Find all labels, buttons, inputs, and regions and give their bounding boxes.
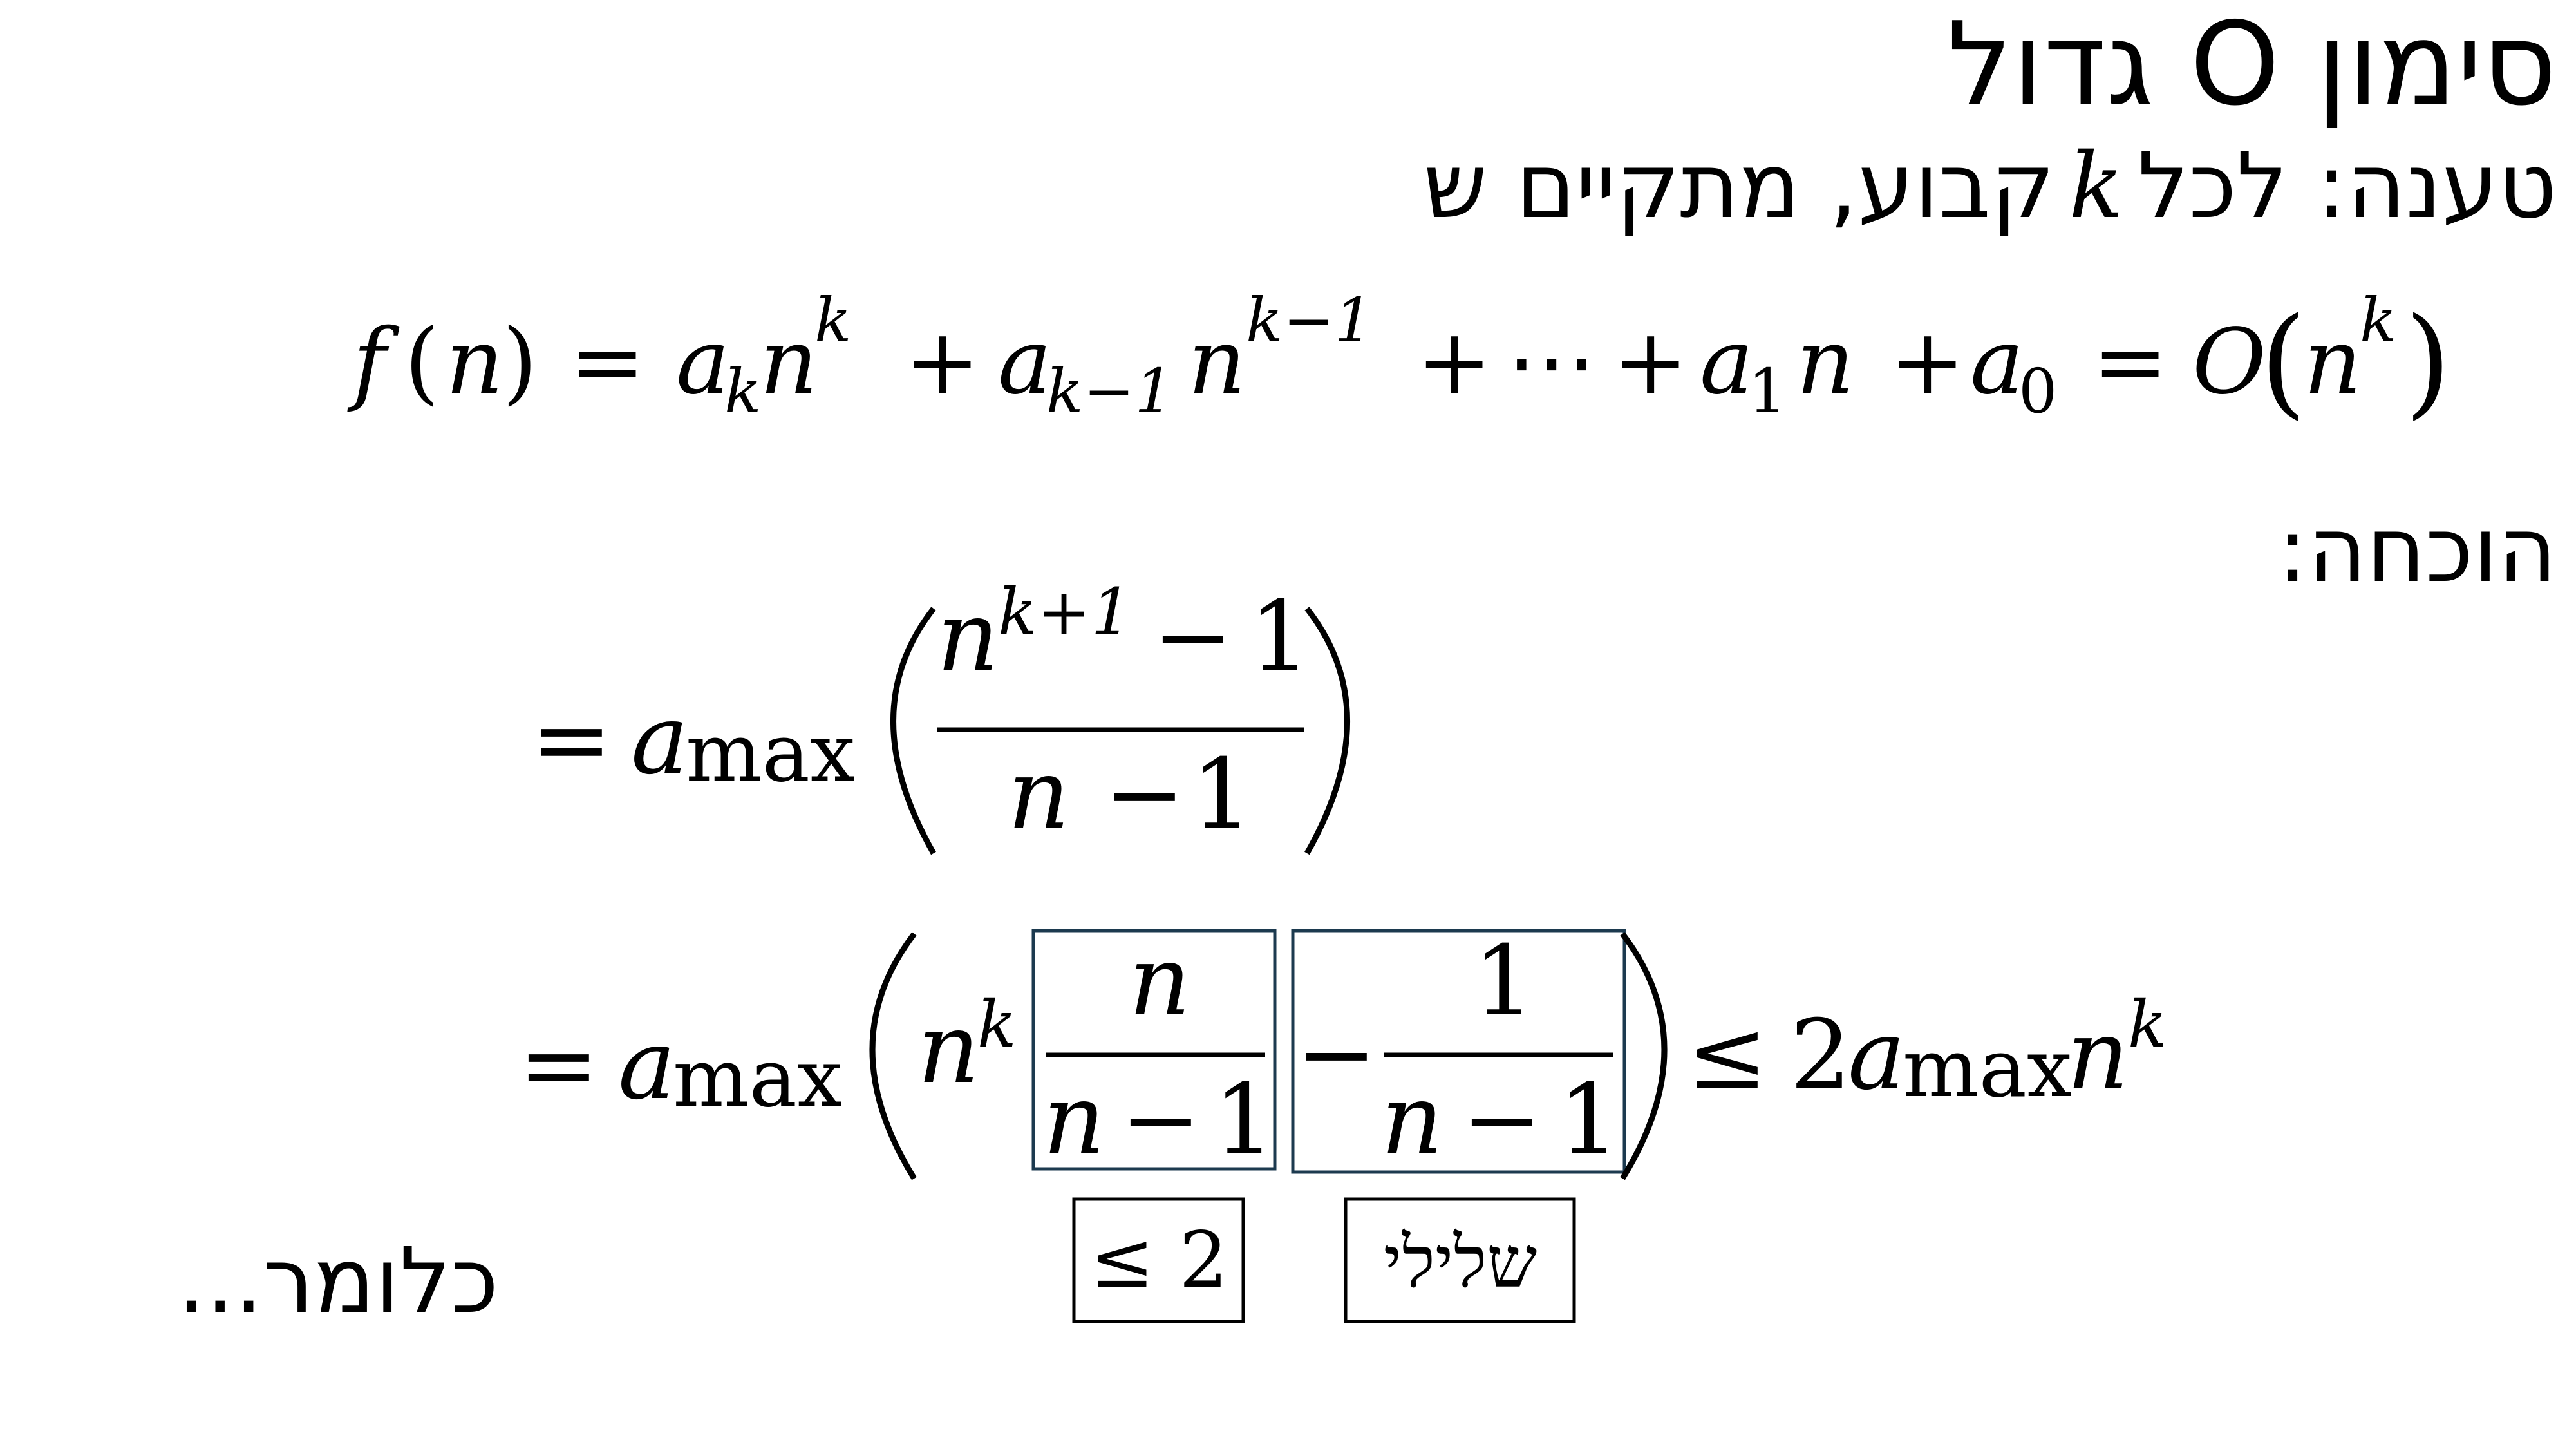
line2-rhs-max: max [1903, 1022, 2073, 1115]
claim-text-start: טענה: לכל [2138, 134, 2557, 239]
equals-sign: = [570, 310, 645, 415]
line1-denominator-minus: − [1104, 739, 1185, 851]
conclusion-text: כלומר... [177, 1229, 499, 1334]
coef-a-k: a [676, 310, 729, 415]
line2-max: max [673, 1032, 843, 1125]
coef-a-km1: a [998, 310, 1051, 415]
line2-rhs-exponent: k [2128, 987, 2167, 1062]
line2-frac1-denominator-minus: − [1120, 1064, 1201, 1176]
annotation-negative: שלילי [1384, 1221, 1537, 1303]
line2-frac2-denominator-one: 1 [1558, 1064, 1619, 1176]
line2-frac2-numerator-one: 1 [1473, 925, 1534, 1037]
line2-frac2-minus: − [1296, 998, 1377, 1110]
line1-numerator-one: 1 [1249, 581, 1310, 693]
line2-exponent-k: k [977, 987, 1017, 1062]
big-o-paren-open: ( [2260, 292, 2306, 431]
plus-sign-4: + [1890, 310, 1965, 415]
line2-frac1-numerator-n: n [1129, 925, 1191, 1037]
plus-sign-1: + [905, 310, 980, 415]
line1-exponent: k+1 [998, 574, 1132, 650]
term-n-k: n [760, 310, 818, 415]
box-fraction-n-over-n-minus-1 [1031, 929, 1277, 1171]
term-n-k-exponent: k [814, 285, 852, 356]
big-o: O [2192, 310, 2266, 415]
line2-big-paren-open [869, 932, 917, 1180]
claim-variable-k: k [2069, 134, 2124, 239]
line2-two: 2 [1790, 999, 1851, 1112]
claim-statement: טענה: לכלkקבוע, מתקיים ש [1424, 132, 2557, 242]
line2-a: a [618, 1009, 675, 1121]
line2-frac2-denominator-minus: − [1462, 1064, 1543, 1176]
plus-sign-2: + [1416, 310, 1492, 415]
line2-n: n [917, 993, 980, 1105]
proof-label: הוכחה: [2277, 498, 2557, 603]
paren-open: ( [404, 310, 440, 415]
line1-equals: = [531, 684, 612, 796]
line1-denominator-n: n [1008, 739, 1070, 851]
symbol-n: n [446, 310, 503, 415]
slide-title: סימון O גדול [1947, 0, 2557, 131]
line2-frac2-denominator-n: n [1381, 1064, 1443, 1176]
coef-a-0-subscript: 0 [2018, 356, 2057, 427]
term-n-km1: n [1188, 310, 1246, 415]
annotation-box-le-two [1072, 1197, 1245, 1323]
big-o-paren-close: ) [2405, 292, 2451, 431]
annotation-le-two: ≤ 2 [1089, 1216, 1228, 1305]
term-n-km1-exponent: k−1 [1246, 285, 1373, 356]
coef-a-0: a [1970, 310, 2024, 415]
box-negative-term [1291, 929, 1626, 1174]
line2-frac1-denominator-n: n [1043, 1064, 1105, 1176]
line2-rhs-a: a [1848, 999, 1905, 1112]
big-o-n: n [2304, 310, 2362, 415]
big-o-exponent: k [2360, 285, 2397, 356]
ellipsis: ⋯ [1507, 310, 1597, 415]
coef-a-km1-subscript: k−1 [1046, 356, 1174, 427]
term-n: n [1796, 310, 1854, 415]
annotation-box-negative [1344, 1197, 1576, 1323]
line2-le: ≤ [1687, 999, 1768, 1112]
line2-equals: = [518, 1009, 599, 1121]
coef-a-1: a [1700, 310, 1753, 415]
equals-sign-2: = [2092, 310, 2168, 415]
line1-numerator-n: n [937, 581, 999, 693]
plus-sign-3: + [1613, 310, 1688, 415]
coef-a-k-subscript: k [724, 356, 762, 427]
line1-denominator-one: 1 [1191, 739, 1252, 851]
line2-frac1-denominator-one: 1 [1214, 1064, 1275, 1176]
line1-big-paren-open [890, 607, 936, 855]
paren-close: ) [502, 310, 538, 415]
line1-max: max [686, 706, 856, 800]
line2-rhs-n: n [2067, 999, 2129, 1112]
coef-a-1-subscript: 1 [1748, 356, 1787, 427]
line1-a: a [631, 684, 688, 796]
line1-numerator-minus: − [1152, 581, 1234, 693]
line1-big-paren-close [1304, 607, 1350, 855]
claim-text-end: קבוע, מתקיים ש [1423, 134, 2055, 239]
line2-big-paren-close [1620, 932, 1668, 1180]
